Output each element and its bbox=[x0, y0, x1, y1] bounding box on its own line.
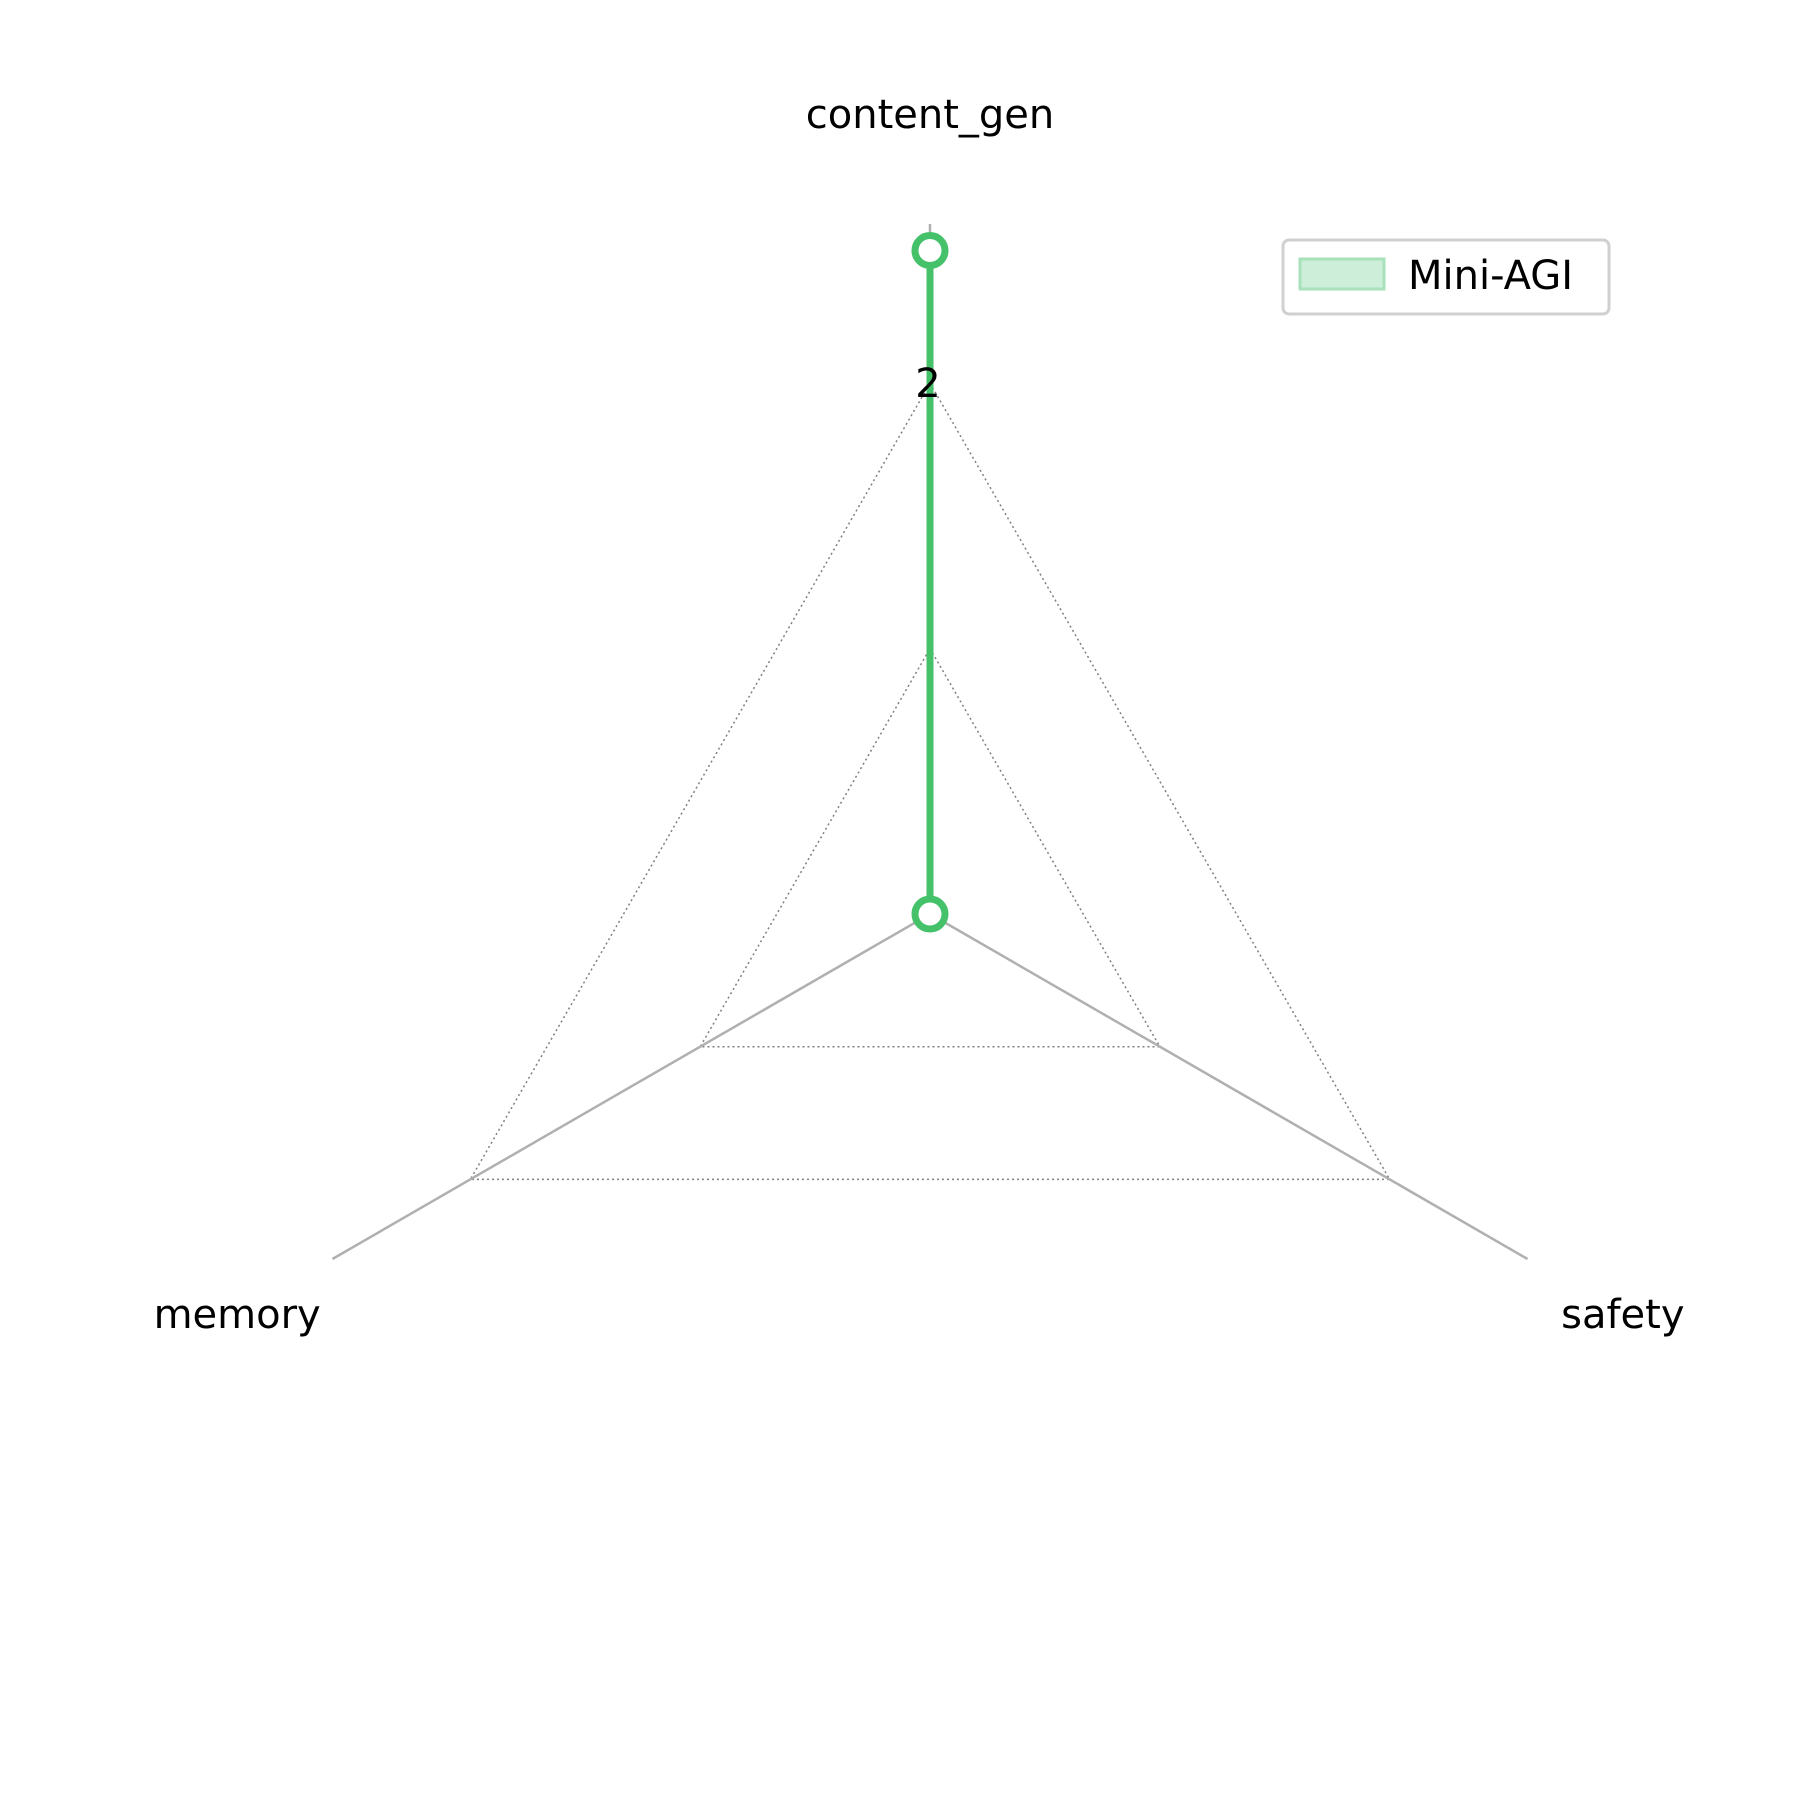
spoke-safety bbox=[929, 912, 1529, 1261]
axis-label-safety: safety bbox=[1561, 1292, 1684, 1338]
series-point-safety bbox=[911, 895, 949, 933]
axis-label-content-gen: content_gen bbox=[806, 92, 1055, 138]
legend-label-mini-agi: Mini-AGI bbox=[1408, 253, 1573, 299]
series-layer bbox=[911, 232, 949, 933]
axis-label-memory: memory bbox=[154, 1292, 321, 1338]
radial-tick-label-2: 2 bbox=[915, 361, 940, 407]
legend: Mini-AGI bbox=[1281, 238, 1611, 316]
legend-swatch bbox=[1298, 257, 1386, 291]
spoke-memory bbox=[331, 912, 931, 1261]
series-point-content_gen bbox=[911, 232, 949, 270]
